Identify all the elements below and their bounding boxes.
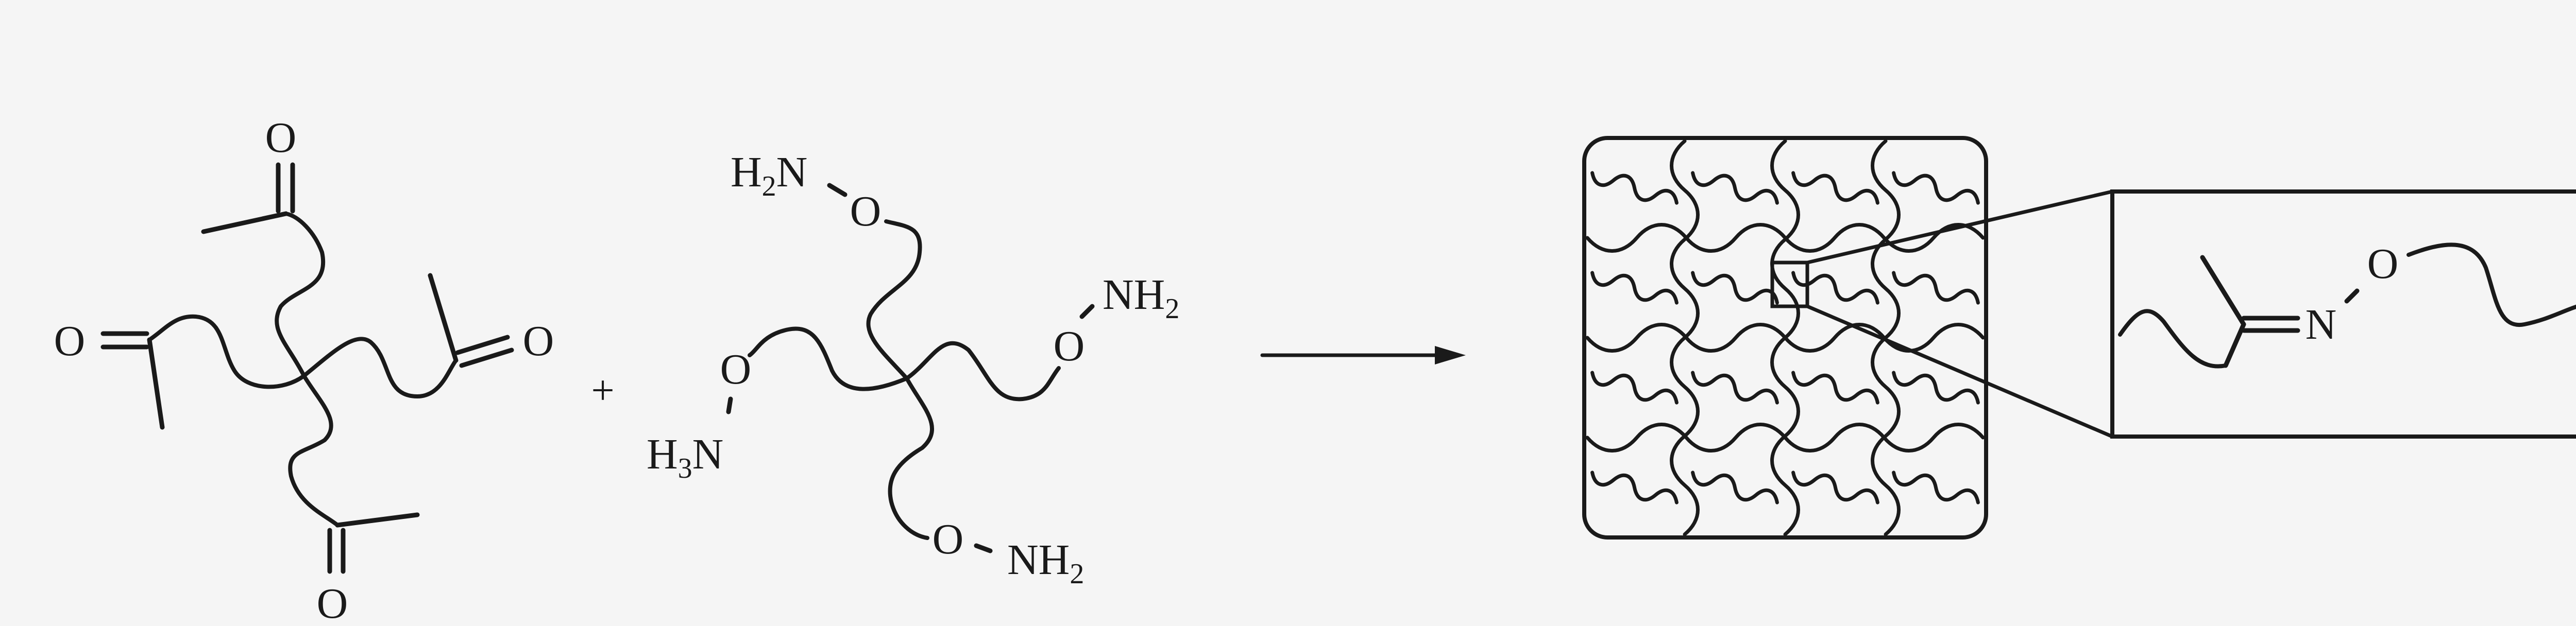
- aminooxy-amine-top-left: H2N: [731, 148, 807, 202]
- network-crosslink: [1791, 371, 1879, 405]
- network-crosslink: [1590, 171, 1679, 205]
- ketone-oxygen-left: O: [54, 317, 86, 365]
- ketone-arm-top: [275, 212, 326, 378]
- ketone-methyl-bottom: [335, 512, 420, 528]
- network-crosslink: [1691, 271, 1779, 305]
- network-crosslink: [1691, 171, 1779, 205]
- network-mesh: [1585, 139, 1985, 536]
- aminooxy-no-bond-top-left: [827, 183, 848, 197]
- inset-chain-right: [2406, 242, 2576, 327]
- ketone-co-right-1: [455, 335, 510, 355]
- network-crosslink: [1791, 171, 1879, 205]
- network-crosslink: [1791, 471, 1879, 505]
- aminooxy-arm-left: [748, 326, 909, 391]
- ketone-arm-bottom: [288, 374, 340, 527]
- reaction-arrow: [1260, 346, 1466, 364]
- ketone-oxygen-bottom: O: [317, 580, 348, 626]
- network-crosslink: [1892, 171, 1980, 205]
- zoom-line-bottom: [1805, 304, 2114, 439]
- zoom-line-top: [1805, 189, 2114, 265]
- inset-chain-left: [2118, 309, 2228, 369]
- ketone-arm-right: [302, 337, 458, 398]
- inset-methyl: [2200, 255, 2246, 327]
- plus-sign: +: [591, 368, 614, 413]
- aminooxy-no-bond-right: [1079, 304, 1095, 319]
- hydrogel-network: [1582, 136, 1988, 540]
- network-crosslink: [1892, 371, 1980, 405]
- aminooxy-oxygen-right: O: [1054, 322, 1085, 370]
- inset-chain-c: [2223, 322, 2246, 368]
- ketone-arm-left: [147, 314, 306, 389]
- aminooxy-arm-top-left: [866, 219, 922, 380]
- aminooxy-no-bond-left: [726, 396, 733, 414]
- ketone-oxygen-right: O: [523, 317, 554, 365]
- aminooxy-oxygen-left: O: [720, 345, 752, 393]
- aminooxy-amine-left: H3N: [647, 430, 723, 484]
- aminooxy-oxygen-top-left: O: [850, 187, 882, 235]
- aminooxy-oxygen-bottom: O: [933, 515, 964, 563]
- ketone-oxygen-top: O: [265, 114, 297, 162]
- inset-nitrogen: N: [2306, 301, 2337, 349]
- aminooxy-amine-right: NH2: [1103, 271, 1179, 325]
- network-crosslink: [1892, 471, 1980, 505]
- network-crosslink: [1590, 271, 1679, 305]
- network-crosslink: [1691, 471, 1779, 505]
- inset-no-bond: [2344, 288, 2360, 304]
- ketone-methyl-left: [147, 337, 165, 430]
- network-chain-vertical: [1770, 139, 1800, 536]
- inset-oxygen: O: [2367, 240, 2399, 288]
- aminooxy-arm-right: [905, 341, 1061, 402]
- arrow-head: [1435, 346, 1466, 364]
- aminooxy-star-polymer: H2N O O H3N O NH2 O NH2: [647, 148, 1179, 590]
- aminooxy-amine-bottom: NH2: [1007, 536, 1084, 590]
- network-crosslink: [1892, 271, 1980, 305]
- network-crosslink: [1590, 371, 1679, 405]
- aminooxy-no-bond-bottom: [974, 543, 993, 553]
- ketone-co-right-2: [459, 347, 514, 368]
- oxime-inset: N O: [2110, 189, 2576, 439]
- network-crosslink: [1691, 371, 1779, 405]
- magnify-selection-box: [1770, 260, 1809, 308]
- network-frame: [1582, 136, 1988, 540]
- network-crosslink: [1590, 471, 1679, 505]
- network-chain-vertical: [1670, 139, 1700, 536]
- ketone-star-polymer: O O O O: [54, 114, 554, 626]
- ketone-methyl-top: [201, 211, 289, 234]
- aminooxy-arm-bottom: [888, 376, 934, 540]
- network-chain-vertical: [1871, 139, 1901, 536]
- inset-frame: [2110, 189, 2576, 439]
- ketone-methyl-right: [428, 273, 459, 363]
